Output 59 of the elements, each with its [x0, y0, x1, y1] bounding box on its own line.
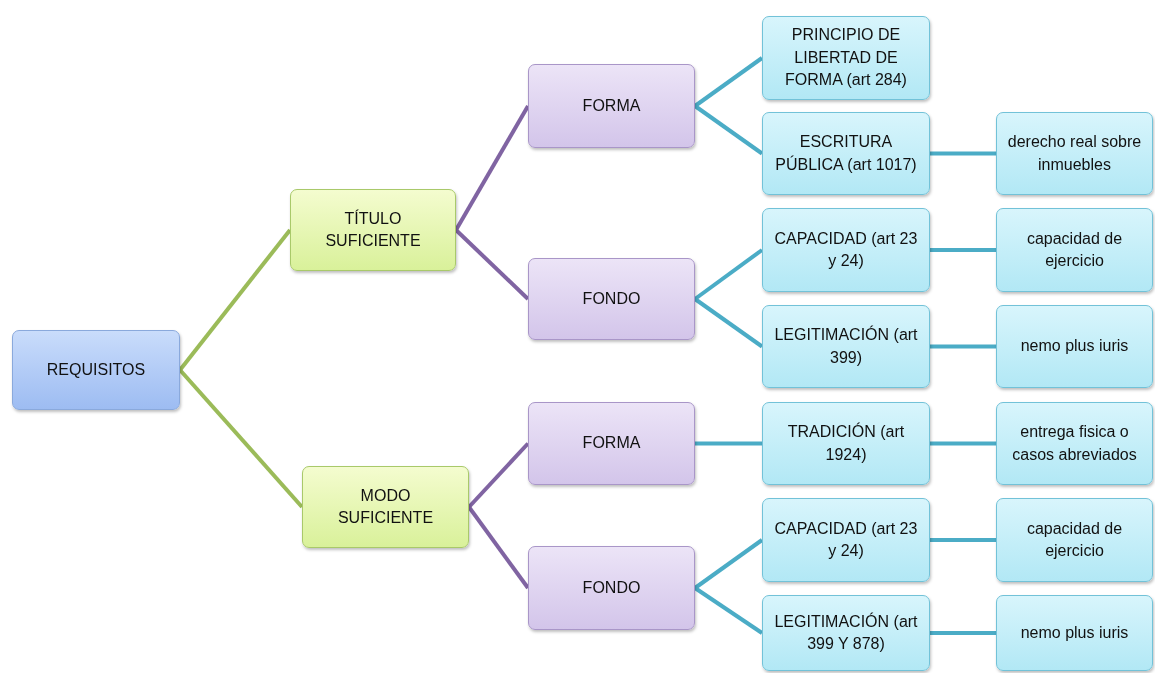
connector-line — [693, 104, 764, 156]
connector-line — [693, 586, 764, 635]
connector-line — [693, 248, 764, 301]
connector-line — [178, 368, 304, 509]
connector-line — [467, 505, 530, 590]
box-label: FONDO — [582, 577, 641, 598]
box-label: capacidad de ejercicio — [1025, 518, 1124, 561]
process-box — [762, 498, 930, 582]
process-box — [996, 208, 1153, 292]
connector-line — [930, 538, 996, 542]
connector-line — [178, 228, 292, 372]
process-box — [528, 546, 695, 630]
box-label: FONDO — [582, 288, 641, 309]
connector-line — [930, 344, 996, 349]
connector-line — [930, 151, 996, 156]
process-box — [290, 189, 456, 271]
process-box — [762, 305, 930, 388]
box-label: FORMA — [582, 95, 641, 116]
connector-line — [454, 228, 530, 301]
process-box — [528, 258, 695, 340]
process-box — [996, 595, 1153, 671]
process-box — [528, 64, 695, 148]
box-label: FORMA — [582, 433, 641, 454]
process-box — [762, 402, 930, 485]
box-label: capacidad de ejercicio — [1025, 228, 1124, 271]
box-label: LEGITIMACIÓN (art 399) — [773, 324, 919, 368]
box-label: nemo plus iuris — [1020, 622, 1129, 643]
process-box — [996, 402, 1153, 485]
process-box — [762, 16, 930, 100]
box-label: TÍTULO SUFICIENTE — [324, 208, 422, 251]
process-box — [302, 466, 469, 548]
process-box — [996, 305, 1153, 388]
box-label: LEGITIMACIÓN (art 399 Y 878) — [773, 611, 919, 654]
connector-line — [693, 56, 764, 108]
box-label: ESCRITURA PÚBLICA (art 1017) — [774, 132, 918, 175]
box-label: PRINCIPIO DE LIBERTAD DE FORMA (art 284) — [784, 25, 908, 91]
connector-line — [693, 538, 764, 590]
box-label: TRADICIÓN (art 1924) — [786, 421, 906, 465]
box-label: derecho real sobre inmuebles — [1006, 132, 1143, 175]
connector-line — [930, 631, 996, 635]
connector-line — [454, 105, 530, 231]
connector-line — [693, 297, 764, 349]
connector-line — [695, 441, 762, 446]
process-box — [996, 498, 1153, 582]
box-label: CAPACIDAD (art 23 y 24) — [773, 228, 919, 271]
connector-line — [930, 441, 996, 446]
connector-line — [930, 248, 996, 252]
process-box — [996, 112, 1153, 195]
process-box — [12, 330, 180, 410]
process-box — [762, 112, 930, 195]
box-label: entrega fisica o casos abreviados — [1011, 422, 1138, 465]
connector-line — [467, 442, 530, 509]
box-label: REQUISITOS — [46, 359, 146, 380]
box-label: MODO SUFICIENTE — [336, 485, 435, 528]
box-label: nemo plus iuris — [1020, 336, 1129, 357]
process-box — [762, 595, 930, 671]
process-box — [762, 208, 930, 292]
process-box — [528, 402, 695, 485]
box-label: CAPACIDAD (art 23 y 24) — [773, 518, 919, 561]
